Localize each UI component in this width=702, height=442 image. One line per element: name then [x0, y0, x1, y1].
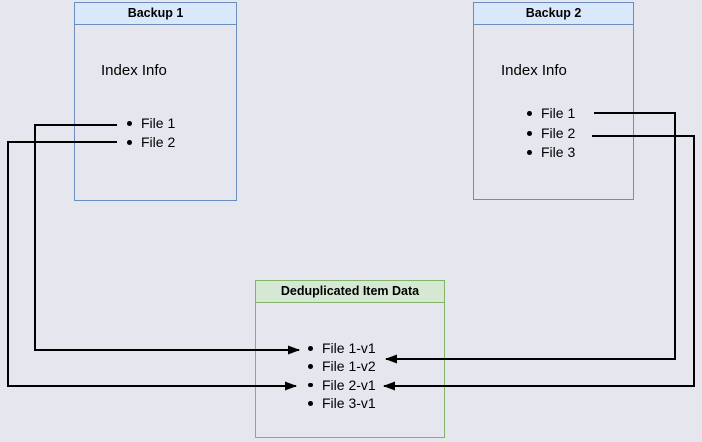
list-item: File 2 — [127, 133, 175, 152]
list-item: File 1 — [527, 104, 575, 124]
list-item: File 3-v1 — [308, 394, 376, 412]
backup1-node: Backup 1 Index Info File 1 File 2 — [74, 2, 237, 201]
backup2-title: Backup 2 — [474, 3, 633, 25]
backup2-node: Backup 2 Index Info File 1 File 2 File 3 — [473, 2, 634, 200]
backup1-title: Backup 1 — [75, 3, 236, 25]
list-item: File 2 — [527, 124, 575, 144]
backup2-file-list: File 1 File 2 File 3 — [527, 104, 575, 163]
list-item: File 1-v2 — [308, 357, 376, 375]
backup2-index-info-label: Index Info — [501, 62, 567, 79]
backup1-file-list: File 1 File 2 — [127, 114, 175, 152]
deduplicated-item-data-node: Deduplicated Item Data File 1-v1 File 1-… — [255, 280, 445, 438]
dedup-title: Deduplicated Item Data — [256, 281, 444, 303]
list-item: File 1 — [127, 114, 175, 133]
list-item: File 1-v1 — [308, 339, 376, 357]
backup1-index-info-label: Index Info — [101, 62, 167, 79]
dedup-item-list: File 1-v1 File 1-v2 File 2-v1 File 3-v1 — [308, 339, 376, 413]
list-item: File 2-v1 — [308, 376, 376, 394]
list-item: File 3 — [527, 143, 575, 163]
